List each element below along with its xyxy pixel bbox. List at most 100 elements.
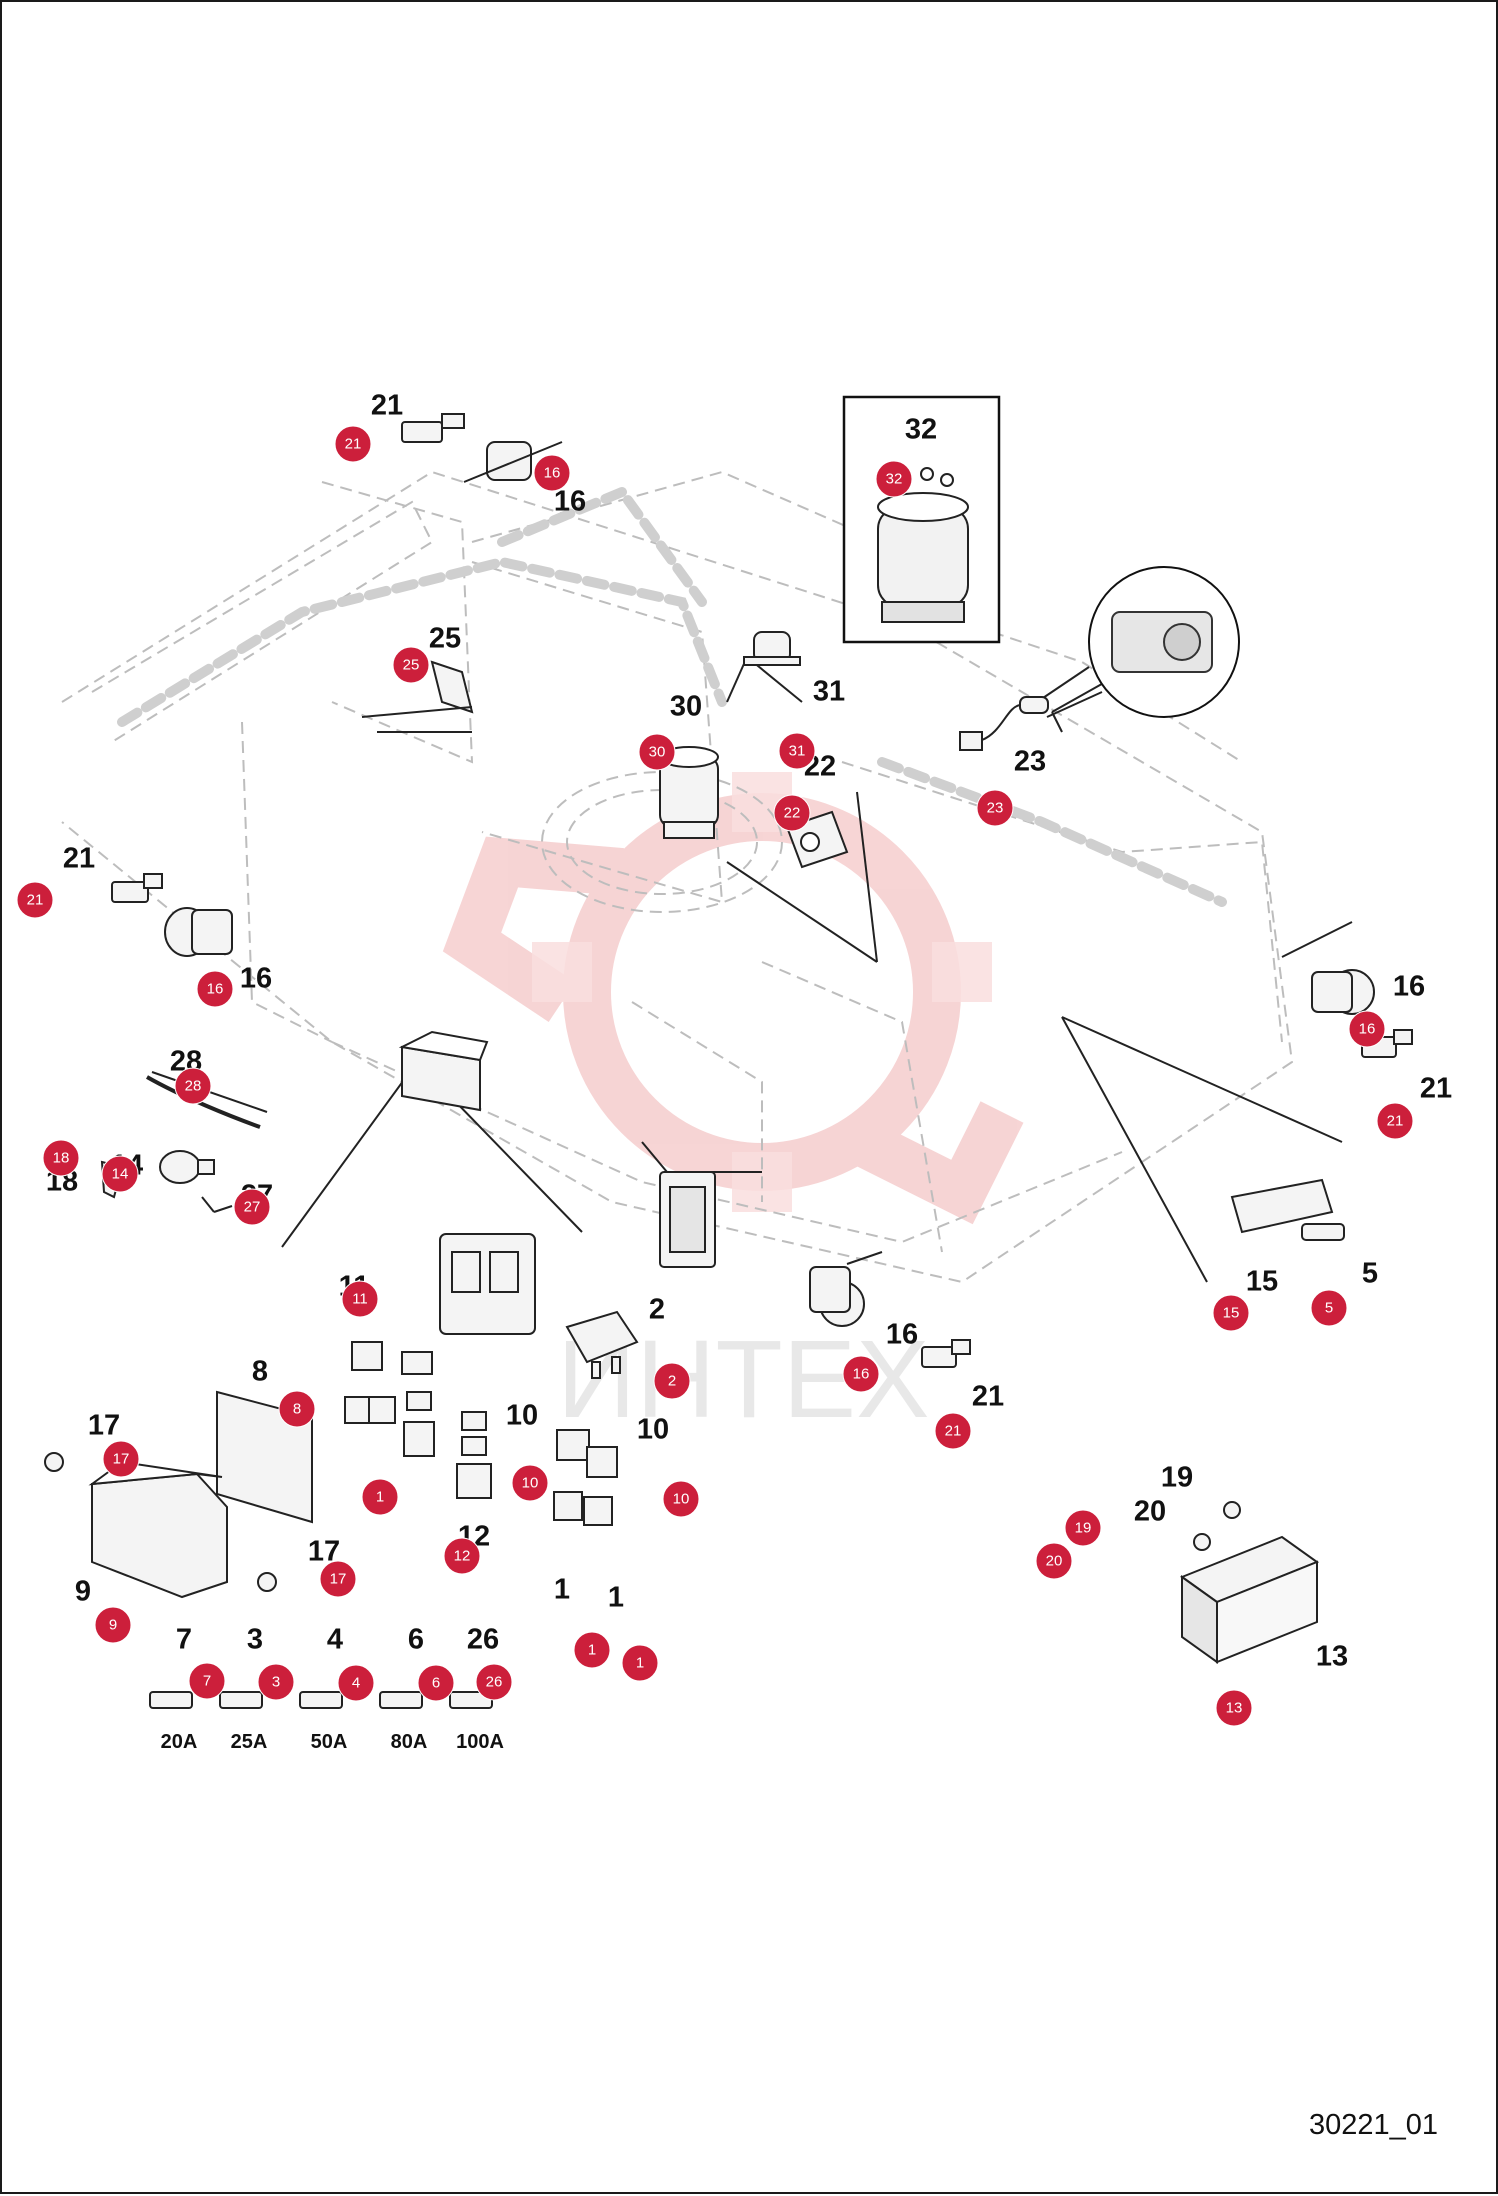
part-label: 6: [407, 1623, 425, 1656]
callout-marker[interactable]: 1: [621, 1644, 659, 1682]
part-21-connector-top: [401, 413, 465, 443]
part-25-bracket: [361, 660, 474, 733]
part-label: 16: [239, 962, 273, 995]
part-21-connector-bottom: [921, 1339, 971, 1368]
drawing-id: 30221_01: [1308, 2109, 1438, 2141]
callout-marker[interactable]: 25: [392, 646, 430, 684]
part-17-screw: [44, 1452, 277, 1592]
part-label: 21: [1419, 1072, 1453, 1105]
callout-marker[interactable]: 10: [662, 1480, 700, 1518]
callout-marker[interactable]: 21: [934, 1412, 972, 1450]
callout-marker[interactable]: 18: [42, 1139, 80, 1177]
part-label: 1: [553, 1573, 571, 1606]
part-label: 21: [971, 1380, 1005, 1413]
callout-marker[interactable]: 13: [1215, 1689, 1253, 1727]
part-21-connector-left: [111, 873, 163, 903]
part-controller-center: [659, 1171, 716, 1268]
callout-marker[interactable]: 27: [233, 1188, 271, 1226]
callout-marker[interactable]: 21: [16, 881, 54, 919]
callout-marker[interactable]: 1: [573, 1631, 611, 1669]
part-19-20-bolts: [1193, 1501, 1241, 1551]
callout-marker[interactable]: 17: [102, 1440, 140, 1478]
part-label: 1: [607, 1581, 625, 1614]
callout-marker[interactable]: 30: [638, 733, 676, 771]
part-28-harness: [146, 1075, 261, 1129]
fuse-rating-label: 25A: [230, 1731, 268, 1753]
part-9-cabinet: [88, 1460, 228, 1599]
part-label: 31: [812, 675, 846, 708]
part-label: 16: [885, 1318, 919, 1351]
callout-marker[interactable]: 16: [196, 970, 234, 1008]
part-label: 3: [246, 1623, 264, 1656]
part-label: 4: [326, 1623, 344, 1656]
part-label: 19: [1160, 1461, 1194, 1494]
callout-marker[interactable]: 21: [1376, 1102, 1414, 1140]
fuse-rating-label: 50A: [310, 1731, 348, 1753]
part-16-horn-bottom: [809, 1251, 883, 1327]
callout-marker[interactable]: 28: [174, 1067, 212, 1105]
part-label: 9: [74, 1575, 92, 1608]
part-5-terminal: [1301, 1223, 1345, 1241]
callout-marker[interactable]: 16: [1348, 1010, 1386, 1048]
part-27-pin: [201, 1196, 233, 1213]
callout-marker[interactable]: 23: [976, 789, 1014, 827]
part-10-relays: [553, 1429, 618, 1526]
callout-marker[interactable]: 22: [773, 794, 811, 832]
part-16-horn-right: [1281, 921, 1375, 1015]
part-label: 5: [1361, 1257, 1379, 1290]
part-14-switch: [159, 1150, 215, 1184]
part-label: 21: [370, 389, 404, 422]
part-label: 16: [553, 485, 587, 518]
part-31-relay: [743, 631, 801, 666]
callout-marker[interactable]: 21: [334, 425, 372, 463]
fuse-rating-label: 80A: [390, 1731, 428, 1753]
callout-marker[interactable]: 1: [361, 1478, 399, 1516]
callout-marker[interactable]: 9: [94, 1606, 132, 1644]
part-11-relays: [344, 1341, 435, 1457]
callout-marker[interactable]: 16: [533, 454, 571, 492]
callout-marker[interactable]: 4: [337, 1664, 375, 1702]
callout-marker[interactable]: 20: [1035, 1542, 1073, 1580]
callout-marker[interactable]: 8: [278, 1390, 316, 1428]
callout-marker[interactable]: 2: [653, 1362, 691, 1400]
part-label: 16: [1392, 970, 1426, 1003]
callout-marker[interactable]: 6: [417, 1664, 455, 1702]
callout-marker[interactable]: 5: [1310, 1289, 1348, 1327]
part-label: 17: [87, 1409, 121, 1442]
part-label: 8: [251, 1355, 269, 1388]
part-label: 10: [636, 1413, 670, 1446]
callout-marker[interactable]: 3: [257, 1663, 295, 1701]
callout-marker[interactable]: 14: [101, 1155, 139, 1193]
callout-marker[interactable]: 15: [1212, 1294, 1250, 1332]
callout-marker[interactable]: 7: [188, 1662, 226, 1700]
part-label: 23: [1013, 745, 1047, 778]
callout-marker[interactable]: 32: [875, 460, 913, 498]
callout-marker[interactable]: 26: [475, 1663, 513, 1701]
part-15-module: [1230, 1178, 1334, 1234]
part-label: 10: [505, 1399, 539, 1432]
part-label: 13: [1315, 1640, 1349, 1673]
callout-marker[interactable]: 16: [842, 1355, 880, 1393]
part-label: 21: [62, 842, 96, 875]
part-label: 25: [428, 622, 462, 655]
harness-routing: [117, 485, 1227, 907]
inset-detail-32: [842, 395, 1001, 644]
callout-marker[interactable]: 10: [511, 1464, 549, 1502]
part-label: 2: [648, 1293, 666, 1326]
fuse-rating-label: 100A: [456, 1731, 504, 1753]
part-fuse-box: [439, 1233, 536, 1335]
part-label: 20: [1133, 1495, 1167, 1528]
callout-marker[interactable]: 11: [341, 1280, 379, 1318]
part-box-ecu: [398, 1030, 489, 1112]
part-label: 30: [669, 690, 703, 723]
part-13-battery: [1179, 1535, 1320, 1664]
part-23-sensor: [959, 696, 1049, 751]
part-16-horn-left: [164, 907, 233, 957]
callout-marker[interactable]: 31: [778, 732, 816, 770]
callout-marker[interactable]: 19: [1064, 1509, 1102, 1547]
part-12-fuses: [456, 1411, 492, 1499]
callout-marker[interactable]: 17: [319, 1560, 357, 1598]
callout-marker[interactable]: 12: [443, 1537, 481, 1575]
